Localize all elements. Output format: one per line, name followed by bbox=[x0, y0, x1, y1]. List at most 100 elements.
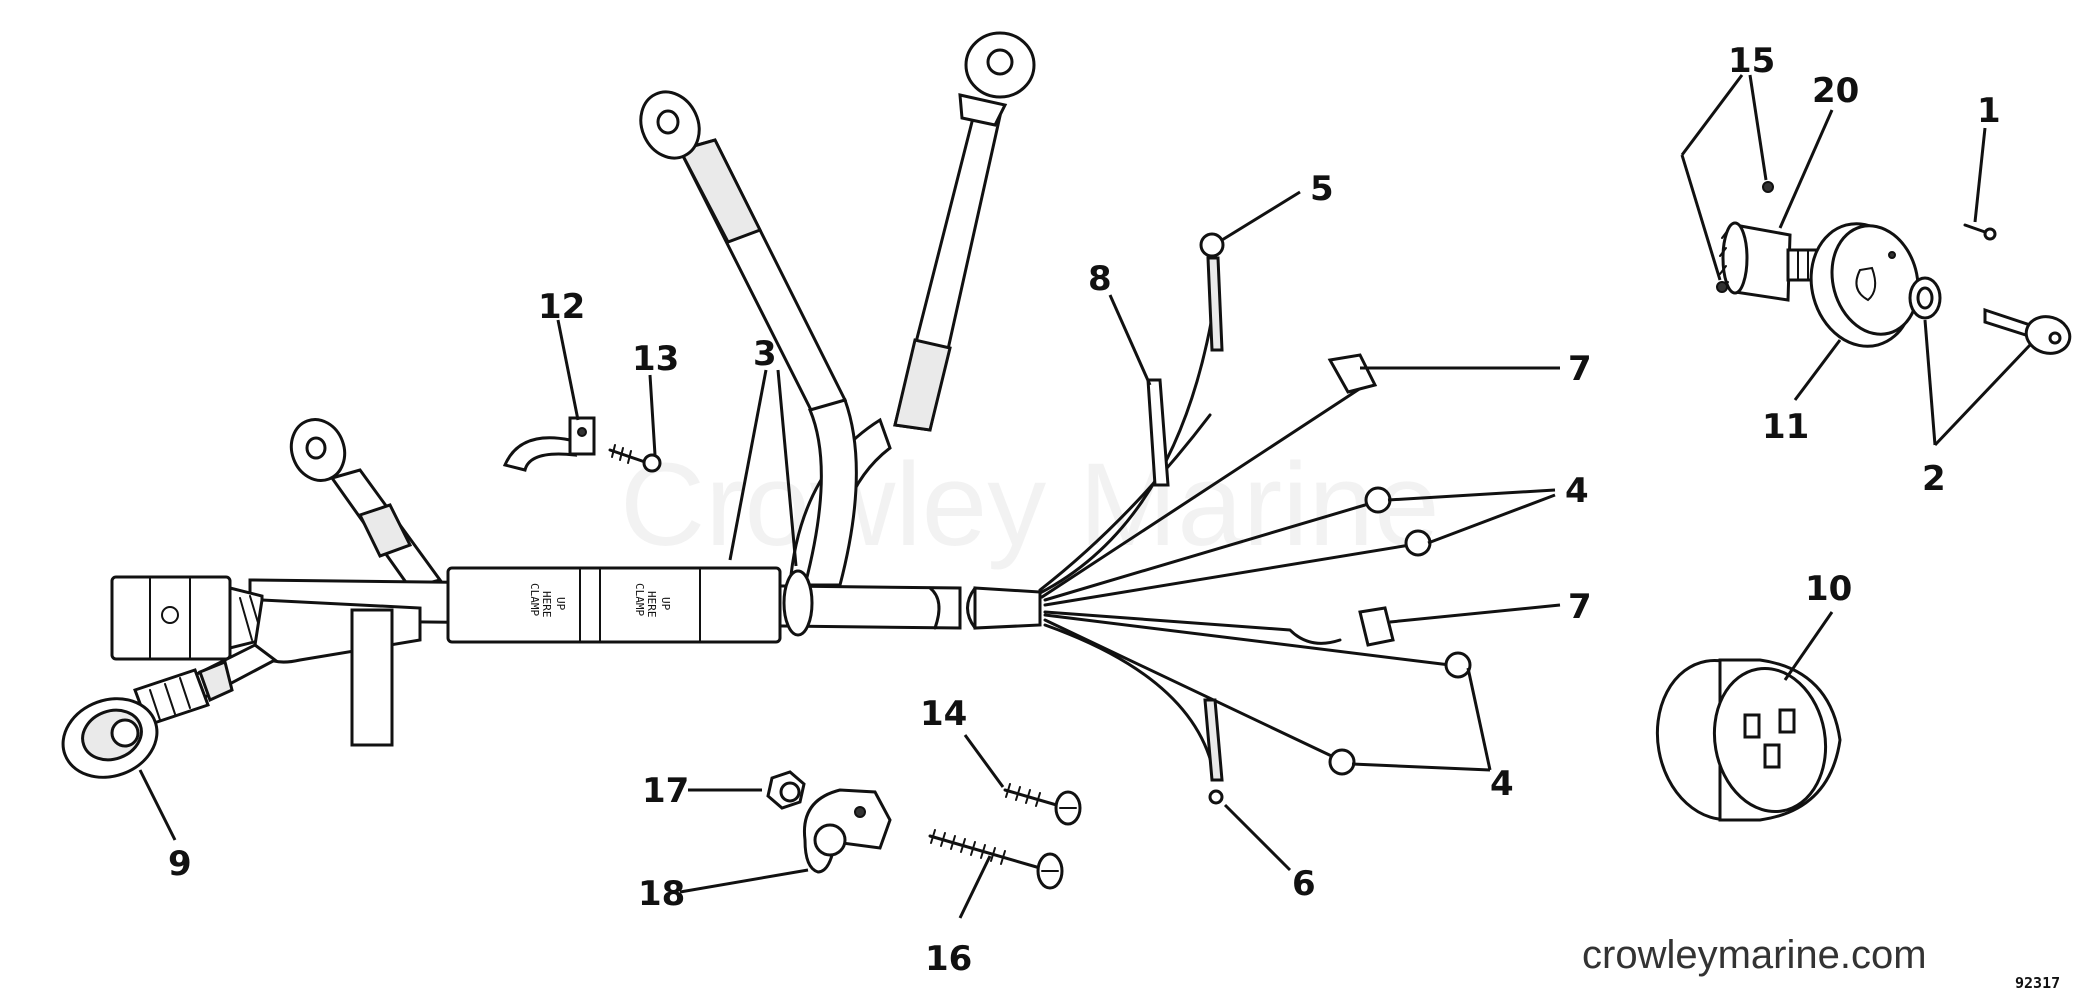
leader-2b bbox=[1933, 343, 2032, 447]
callout-7-upper: 7 bbox=[1568, 349, 1592, 389]
wire-6-sleeve bbox=[1203, 698, 1224, 782]
leader-20 bbox=[1778, 109, 1834, 229]
screw-16 bbox=[928, 829, 1064, 890]
key-head bbox=[2024, 315, 2072, 355]
ring-terminal-4c bbox=[1444, 651, 1472, 679]
switch-bezel-11 bbox=[1809, 222, 1920, 348]
harness-branch bbox=[253, 598, 422, 664]
key-hole bbox=[2048, 331, 2062, 345]
screw-thread bbox=[1005, 783, 1041, 807]
spade-terminal-7-upper bbox=[1327, 353, 1378, 394]
leader-13 bbox=[648, 374, 657, 456]
leader-18 bbox=[679, 868, 809, 894]
clip-12 bbox=[502, 416, 596, 472]
callout-18: 18 bbox=[638, 874, 685, 914]
leader-6 bbox=[1223, 803, 1292, 872]
cable-sleeve bbox=[893, 338, 952, 432]
callout-7-lower: 7 bbox=[1568, 587, 1592, 627]
wire-7-upper bbox=[1040, 380, 1372, 599]
screw-14 bbox=[1003, 783, 1082, 826]
leader-4-upper-b bbox=[1427, 493, 1556, 545]
leader-4-lower-b bbox=[1351, 762, 1491, 772]
wiring-harness: CLAMP HERE UP CLAMP HERE UP bbox=[61, 31, 1472, 805]
website-label: crowleymarine.com bbox=[1582, 933, 1927, 977]
nut-17 bbox=[766, 770, 806, 810]
wire-6 bbox=[1043, 623, 1217, 782]
harness-trunk-right bbox=[973, 586, 1042, 630]
screw-15b bbox=[1716, 281, 1728, 293]
harness-stub bbox=[350, 608, 394, 747]
callout-1: 1 bbox=[1977, 91, 2001, 131]
ring-terminal-4b bbox=[1404, 529, 1432, 557]
callout-17: 17 bbox=[642, 771, 689, 811]
switch-terminals bbox=[1719, 229, 1729, 291]
leader-4-lower-a bbox=[1466, 667, 1492, 771]
screw-13 bbox=[608, 444, 662, 473]
callout-9: 9 bbox=[168, 844, 192, 884]
leader-10 bbox=[1783, 611, 1834, 681]
leader-15a bbox=[1680, 74, 1744, 156]
screw-shank bbox=[1003, 788, 1062, 808]
callout-12: 12 bbox=[538, 287, 585, 327]
callout-4-upper: 4 bbox=[1565, 471, 1589, 511]
gauge-10 bbox=[1655, 658, 1842, 822]
sleeve-band bbox=[782, 569, 814, 637]
callout-5: 5 bbox=[1310, 169, 1334, 209]
callout-13: 13 bbox=[632, 339, 679, 379]
spade-terminal-7-lower bbox=[1358, 606, 1395, 647]
cable-sleeve-mid bbox=[677, 138, 763, 244]
bezel-keyhole bbox=[1855, 266, 1877, 302]
callout-3: 3 bbox=[753, 334, 777, 374]
plug-connector bbox=[110, 575, 232, 661]
leader-8 bbox=[1108, 294, 1152, 386]
wire-8 bbox=[1038, 413, 1212, 592]
callout-2: 2 bbox=[1922, 459, 1946, 499]
nut-hole bbox=[1916, 286, 1934, 310]
leader-16 bbox=[958, 855, 992, 919]
callout-15: 15 bbox=[1728, 41, 1775, 81]
wire-4-lower-b bbox=[1043, 618, 1342, 762]
ring-hole bbox=[986, 48, 1014, 76]
callout-4-lower: 4 bbox=[1490, 764, 1514, 804]
leader-5 bbox=[1221, 190, 1301, 242]
leader-15b bbox=[1680, 154, 1722, 281]
leader-12 bbox=[556, 319, 580, 421]
screw-1 bbox=[1963, 223, 1997, 241]
clamp-label-line: CLAMP bbox=[528, 583, 541, 616]
plug-pin bbox=[161, 606, 179, 624]
screw-15a bbox=[1762, 181, 1774, 193]
callout-numbers: 1 2 3 4 4 5 6 7 7 8 9 10 11 12 13 14 15 … bbox=[168, 41, 2001, 979]
callout-6: 6 bbox=[1292, 864, 1316, 904]
cable-bend bbox=[803, 398, 858, 587]
clamp-label-line: UP bbox=[554, 597, 567, 611]
gauge-terminal bbox=[1763, 743, 1781, 769]
bullet-terminal-8 bbox=[1146, 378, 1170, 487]
reference-number: 92317 bbox=[2015, 974, 2060, 992]
bezel-dot bbox=[1888, 251, 1896, 259]
screw-thread bbox=[930, 829, 1006, 865]
wire-4-upper-a bbox=[1043, 503, 1367, 602]
watermark-text: Crowley Marine bbox=[620, 439, 1440, 571]
ground-lead-sleeve bbox=[357, 503, 413, 558]
gauge-terminal bbox=[1778, 708, 1796, 734]
callout-11: 11 bbox=[1762, 407, 1809, 447]
p-clamp-loop bbox=[813, 823, 847, 857]
nut-hole bbox=[779, 781, 801, 803]
screw-thread bbox=[611, 444, 632, 464]
switch-back bbox=[1721, 221, 1749, 295]
ring-hole bbox=[305, 436, 327, 460]
crimp-texture bbox=[149, 677, 191, 721]
callout-16: 16 bbox=[925, 939, 972, 979]
wire-5-sleeve bbox=[1206, 256, 1224, 352]
terminal-neck bbox=[958, 93, 1008, 127]
leader-9 bbox=[138, 769, 177, 841]
lower-cable-ferrule bbox=[198, 659, 234, 703]
cable-clip bbox=[502, 436, 578, 472]
leader-14 bbox=[963, 734, 1005, 788]
gauge-back bbox=[1712, 666, 1828, 814]
callout-20: 20 bbox=[1812, 71, 1859, 111]
leader-2a bbox=[1923, 319, 1937, 446]
callout-8: 8 bbox=[1088, 259, 1112, 299]
nut-2 bbox=[1908, 276, 1942, 320]
